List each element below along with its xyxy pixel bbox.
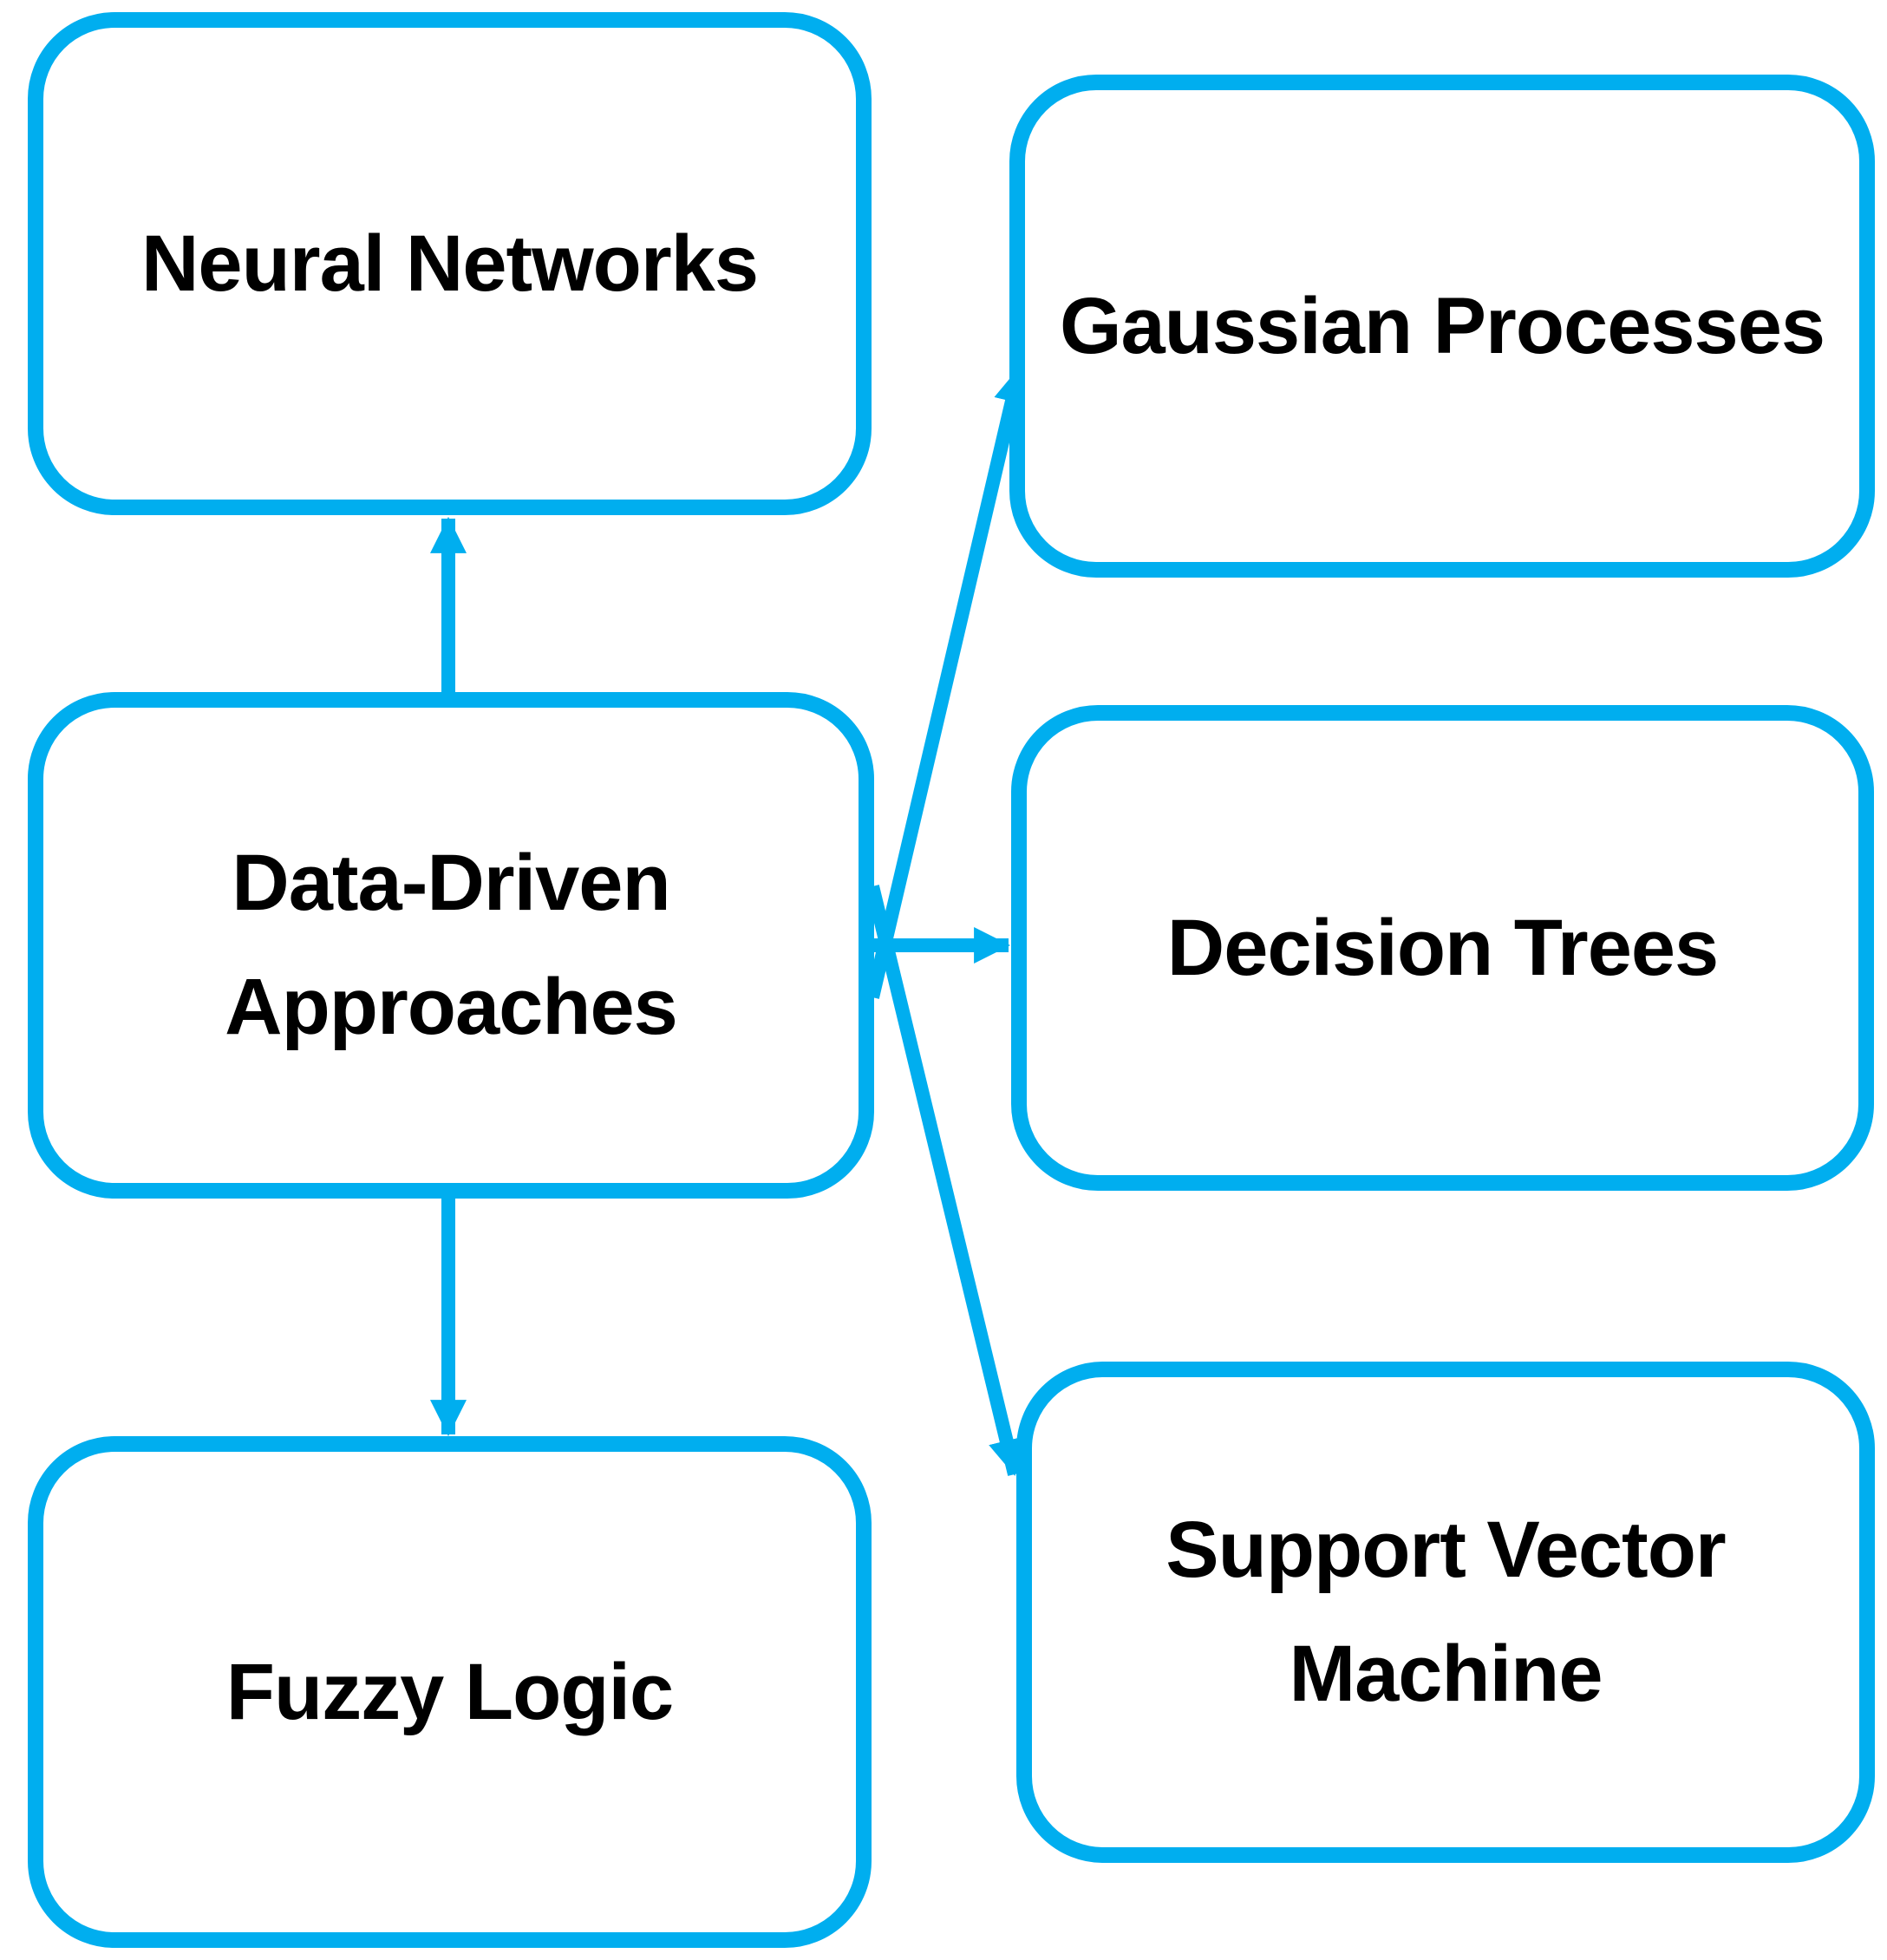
node-decision-trees: Decision Trees [1011,705,1874,1191]
node-label-support-vector-machine: Support Vector Machine [1166,1506,1726,1718]
node-support-vector-machine: Support Vector Machine [1016,1362,1875,1863]
arrow-data-driven-to-support-vector-machine [865,885,1025,1477]
node-label-data-driven-approaches: Data-Driven Approaches [225,839,678,1051]
node-label-gaussian-processes: Gaussian Processes [1059,281,1825,370]
arrow-data-driven-to-gaussian-processes [865,365,1030,999]
node-label-decision-trees: Decision Trees [1166,903,1719,992]
node-gaussian-processes: Gaussian Processes [1009,75,1875,578]
node-data-driven-approaches: Data-Driven Approaches [28,692,874,1199]
node-label-neural-networks: Neural Networks [140,219,759,308]
node-neural-networks: Neural Networks [28,12,872,515]
node-fuzzy-logic: Fuzzy Logic [28,1436,872,1948]
node-label-fuzzy-logic: Fuzzy Logic [225,1647,674,1736]
